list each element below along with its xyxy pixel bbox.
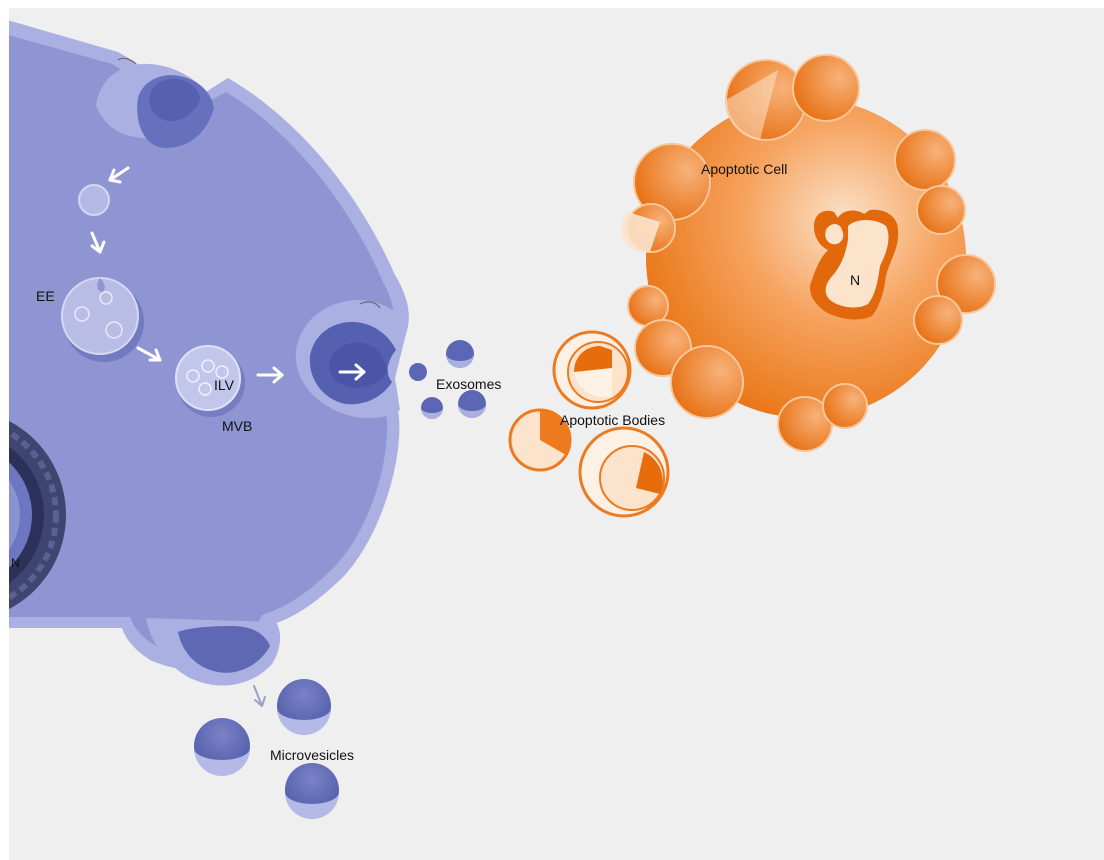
- endocytosis-arrow: [108, 166, 130, 184]
- apoptotic-nucleus: [809, 209, 899, 320]
- maturation-arrow: [90, 231, 106, 254]
- apoptotic-body: [578, 426, 670, 518]
- label-exosomes: Exosomes: [436, 376, 501, 392]
- mvb-formation-arrow: [136, 346, 162, 362]
- release-arrow: [338, 363, 366, 381]
- label-apoptotic-bodies: Apoptotic Bodies: [560, 412, 665, 428]
- endocytic-vesicle: [78, 184, 110, 216]
- microvesicle-arrow: [253, 685, 266, 707]
- fusion-arrow: [256, 366, 284, 384]
- label-apoptotic-cell: Apoptotic Cell: [701, 161, 787, 177]
- label-early-endosome: EE: [36, 288, 55, 304]
- early-endosome: [61, 277, 144, 362]
- multivesicular-body: [175, 345, 245, 417]
- apoptotic-body: [508, 408, 572, 472]
- exosome-group: [409, 340, 486, 419]
- apoptotic-cell: [621, 54, 996, 452]
- label-microvesicles: Microvesicles: [270, 747, 354, 763]
- label-apoptotic-nucleus: N: [850, 272, 860, 288]
- label-mvb: MVB: [222, 418, 252, 434]
- apoptotic-bodies-group: [508, 330, 670, 518]
- label-cell-nucleus: N: [11, 556, 20, 570]
- exosome: [409, 363, 427, 381]
- microvesicle-group: [194, 679, 339, 819]
- apoptotic-body: [552, 330, 632, 410]
- label-ilv: ILV: [214, 377, 235, 393]
